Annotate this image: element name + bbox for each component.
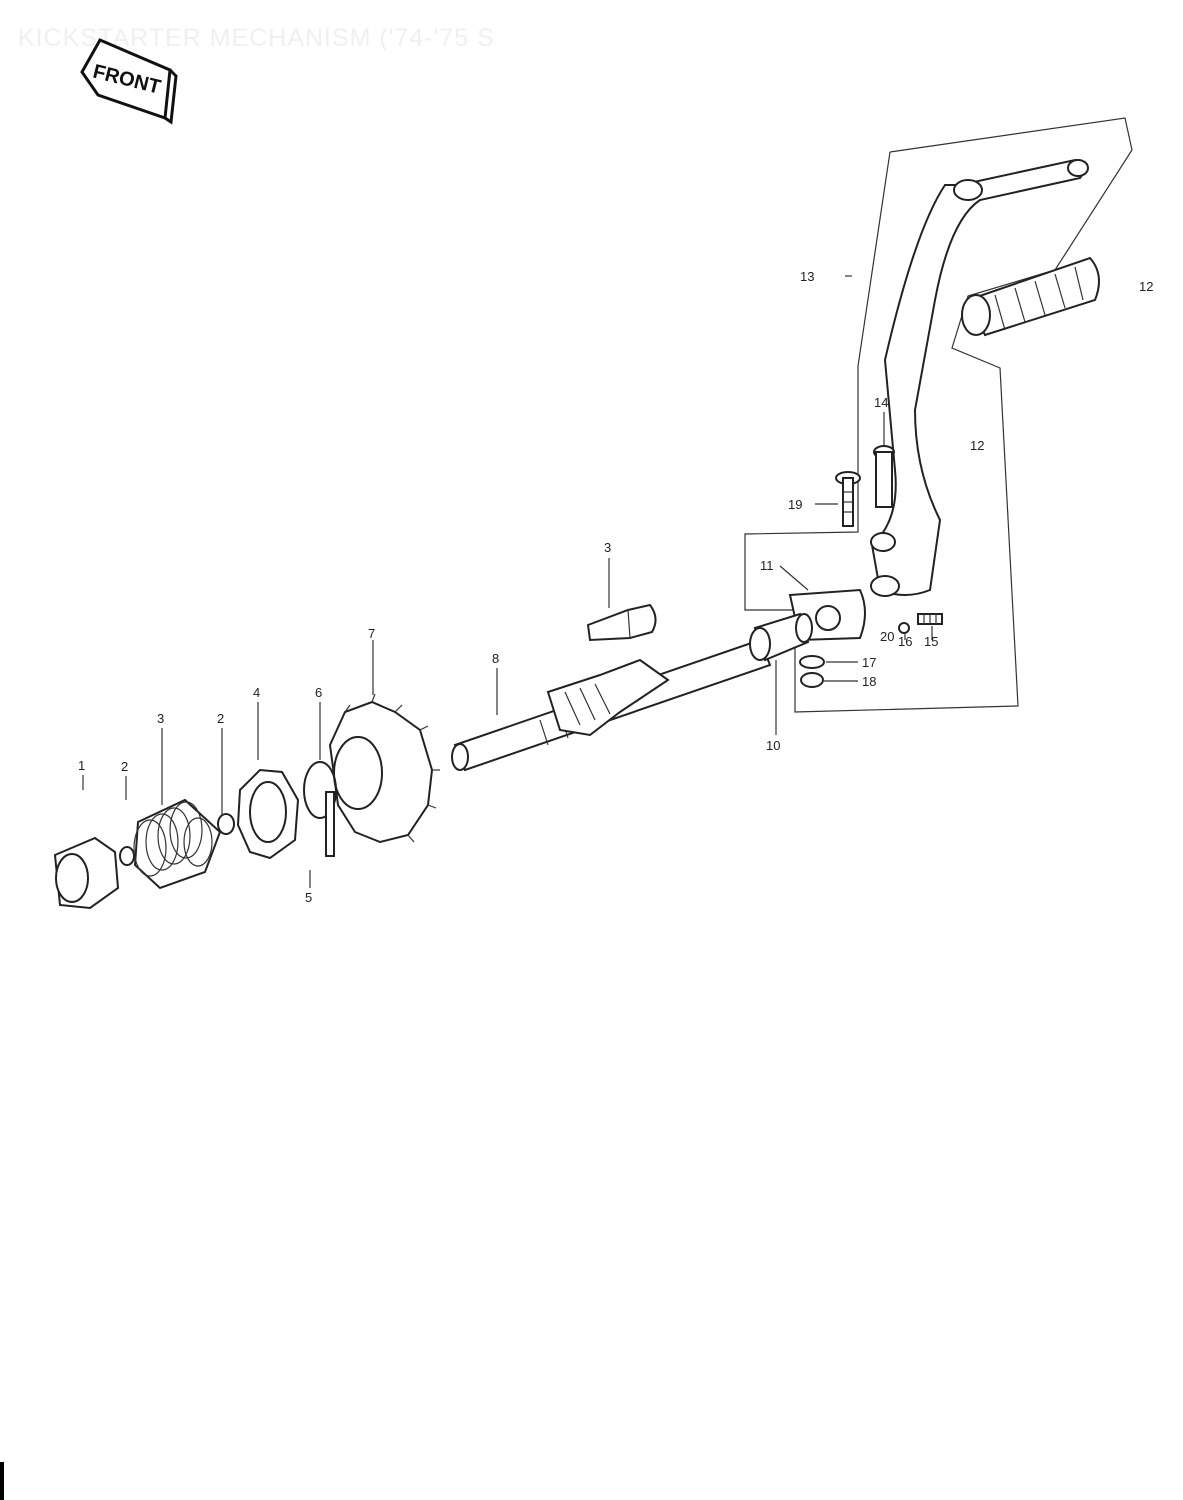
callout-5: 5 bbox=[305, 890, 312, 905]
callout-2-left: 2 bbox=[121, 759, 128, 774]
callout-3-spring: 3 bbox=[157, 711, 164, 726]
callout-1: 1 bbox=[78, 758, 85, 773]
callout-3-bolt: 3 bbox=[604, 540, 611, 555]
callout-19: 19 bbox=[788, 497, 802, 512]
assembly-outline bbox=[744, 117, 1133, 713]
clamp-bolt bbox=[835, 471, 861, 527]
callout-7: 7 bbox=[368, 626, 375, 641]
detent-spring bbox=[917, 613, 943, 625]
front-arrow-badge: FRONT bbox=[80, 38, 178, 125]
spring-holder bbox=[236, 768, 300, 860]
stopper-bolt bbox=[586, 603, 657, 642]
callout-6: 6 bbox=[315, 685, 322, 700]
page-edge-mark bbox=[0, 1462, 4, 1500]
callout-20: 20 bbox=[880, 629, 894, 644]
callout-12-grip: 12 bbox=[1139, 279, 1153, 294]
nut bbox=[800, 672, 824, 688]
circlip bbox=[303, 761, 337, 819]
ratchet-gear bbox=[546, 658, 670, 737]
detent-ball bbox=[898, 622, 910, 634]
spring-guide bbox=[53, 836, 120, 910]
callout-10: 10 bbox=[766, 738, 780, 753]
kick-gear bbox=[328, 693, 440, 844]
callout-18: 18 bbox=[862, 674, 876, 689]
callout-12-outline: 12 bbox=[970, 438, 984, 453]
spring-guide-washer bbox=[119, 846, 135, 866]
leader-lines bbox=[82, 275, 933, 888]
callout-2-right: 2 bbox=[217, 711, 224, 726]
return-spring bbox=[133, 798, 222, 890]
callout-11: 11 bbox=[760, 558, 774, 573]
callout-16: 16 bbox=[898, 634, 912, 649]
callout-8: 8 bbox=[492, 651, 499, 666]
washer bbox=[799, 655, 825, 669]
callout-17: 17 bbox=[862, 655, 876, 670]
pin bbox=[325, 791, 335, 857]
callout-13: 13 bbox=[800, 269, 814, 284]
pivot-bolt bbox=[873, 445, 895, 508]
kick-pedal-arm bbox=[870, 158, 1089, 597]
callout-15: 15 bbox=[924, 634, 938, 649]
callout-14: 14 bbox=[874, 395, 888, 410]
spring-washer bbox=[217, 813, 235, 835]
pedal-rubber-grip bbox=[961, 256, 1100, 337]
shaft-bushing bbox=[749, 612, 813, 662]
callout-4: 4 bbox=[253, 685, 260, 700]
